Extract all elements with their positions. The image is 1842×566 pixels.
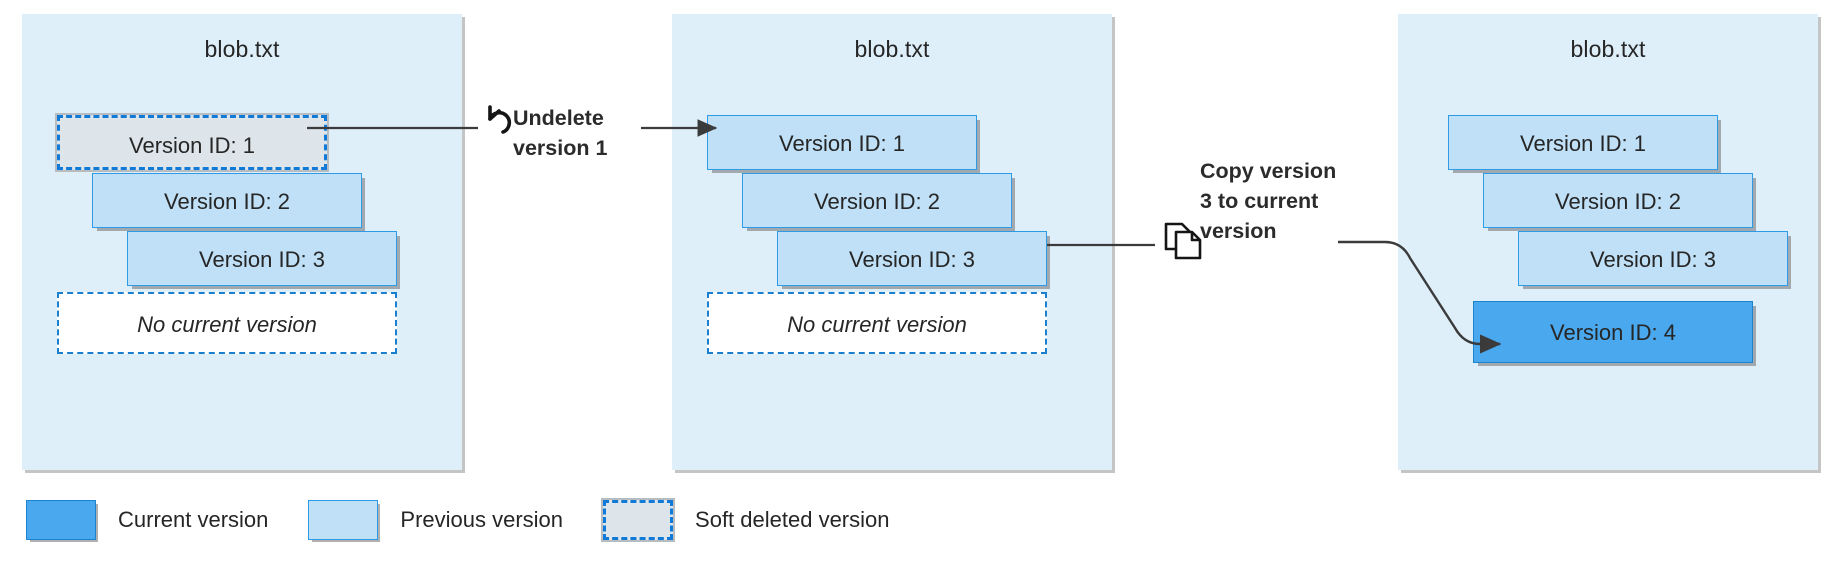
undo-arrow-icon — [488, 105, 512, 134]
panel-1-no-current-version: No current version — [57, 292, 397, 354]
legend-label-soft-deleted-version: Soft deleted version — [695, 507, 890, 532]
legend-item-soft-deleted-version: Soft deleted version — [601, 497, 890, 543]
panel-1: blob.txt Version ID: 1 Version ID: 2 Ver… — [22, 14, 462, 470]
undelete-annotation-line-1: Undelete — [513, 106, 604, 130]
legend-swatch-current-version — [26, 500, 96, 540]
panel-3-title: blob.txt — [1570, 36, 1646, 62]
copy-icon — [1164, 222, 1202, 260]
panel-3-version-2: Version ID: 2 — [1483, 173, 1753, 228]
panel-3-version-3: Version ID: 3 — [1518, 231, 1788, 286]
copy-annotation-line-1: Copy version — [1200, 159, 1337, 183]
panel-2-version-1: Version ID: 1 — [707, 115, 977, 170]
legend: Current version Previous version Soft de… — [26, 497, 890, 543]
legend-label-previous-version: Previous version — [400, 507, 564, 532]
panel-3-version-1: Version ID: 1 — [1448, 115, 1718, 170]
panel-3: blob.txt Version ID: 1 Version ID: 2 Ver… — [1398, 14, 1818, 470]
legend-item-current-version: Current version — [26, 497, 268, 543]
panel-2-title: blob.txt — [854, 36, 930, 62]
panel-1-version-1: Version ID: 1 — [55, 113, 329, 172]
panel-2-version-3: Version ID: 3 — [777, 231, 1047, 286]
undelete-annotation-label: Undelete version 1 — [513, 103, 653, 163]
panel-1-title: blob.txt — [204, 36, 280, 62]
panel-2-no-current-version: No current version — [707, 292, 1047, 354]
panel-1-version-2: Version ID: 2 — [92, 173, 362, 228]
legend-swatch-previous-version — [308, 500, 379, 540]
copy-annotation-line-2: 3 to current — [1200, 189, 1319, 213]
legend-item-previous-version: Previous version — [308, 497, 563, 543]
panel-2: blob.txt Version ID: 1 Version ID: 2 Ver… — [672, 14, 1112, 470]
panel-1-version-3: Version ID: 3 — [127, 231, 397, 286]
undelete-annotation-line-2: version 1 — [513, 136, 608, 160]
legend-swatch-soft-deleted-version — [601, 498, 676, 542]
panel-3-current-version: Version ID: 4 — [1473, 301, 1753, 363]
copy-annotation-line-3: version — [1200, 219, 1277, 243]
legend-label-current-version: Current version — [118, 507, 269, 532]
copy-annotation-label: Copy version 3 to current version — [1200, 156, 1380, 246]
panel-2-version-2: Version ID: 2 — [742, 173, 1012, 228]
